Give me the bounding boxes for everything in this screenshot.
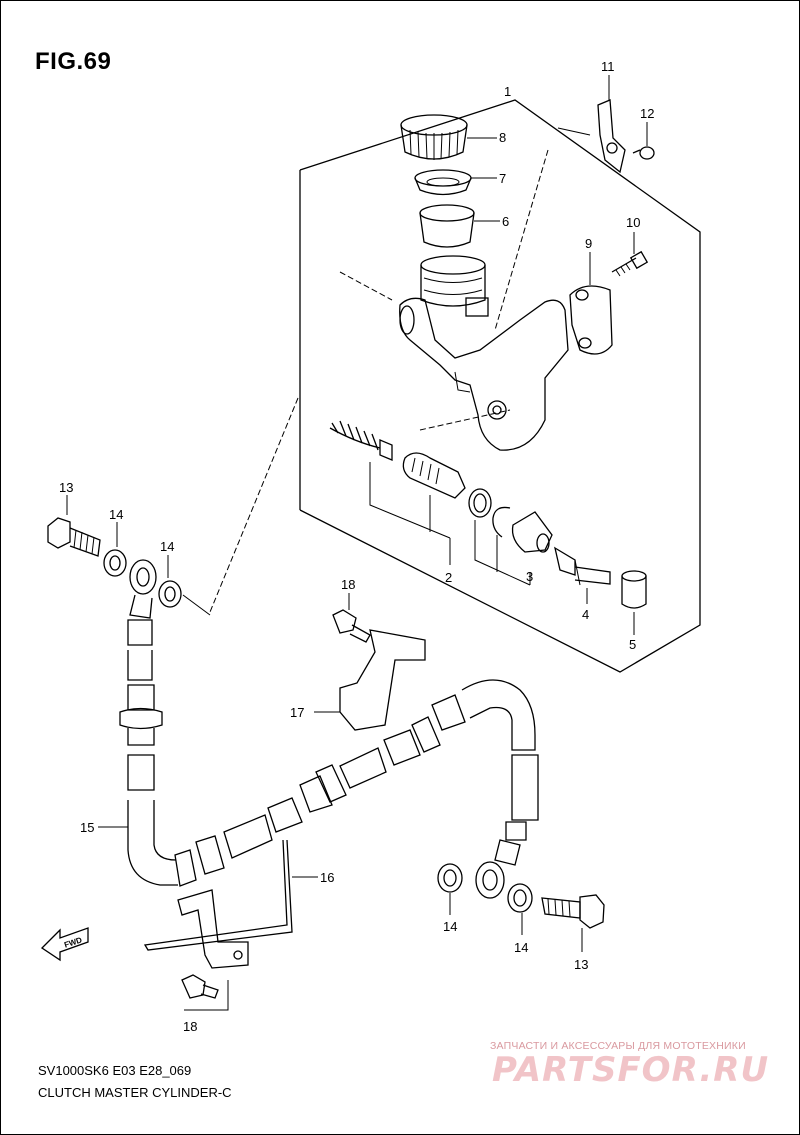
piston-seal-ring <box>468 488 492 518</box>
callout-4: 4 <box>582 607 589 622</box>
boot <box>511 511 553 553</box>
washer-lower-2 <box>507 883 533 913</box>
reservoir-cap <box>400 114 468 160</box>
callout-14-lower-1: 14 <box>443 919 457 934</box>
watermark-logo: PARTSFOR.RU <box>492 1050 770 1090</box>
holder-bolt <box>611 250 649 277</box>
washer-upper-1 <box>103 549 127 577</box>
callout-16: 16 <box>320 870 334 885</box>
diaphragm-plate <box>414 169 472 196</box>
callout-8: 8 <box>499 130 506 145</box>
callout-13-lower: 13 <box>574 957 588 972</box>
callout-17: 17 <box>290 705 304 720</box>
clutch-hose <box>119 559 539 899</box>
diaphragm <box>419 204 475 248</box>
callout-brackets <box>369 462 635 635</box>
push-rod <box>554 546 611 586</box>
callout-12: 12 <box>640 106 654 121</box>
callout-3: 3 <box>526 569 533 584</box>
figure-title: FIG.69 <box>35 48 112 75</box>
union-bolt-upper <box>47 517 101 557</box>
model-code: SV1000SK6 E03 E28_069 <box>38 1063 192 1078</box>
holder-bracket <box>569 285 613 355</box>
callout-13-upper: 13 <box>59 480 73 495</box>
assembly-box <box>299 99 701 673</box>
callout-2: 2 <box>445 570 452 585</box>
callout-14-lower-2: 14 <box>514 940 528 955</box>
bracket-bolt-lower <box>181 974 219 999</box>
clamp-screw <box>632 146 655 160</box>
washer-lower-1 <box>437 863 463 893</box>
callout-18-upper: 18 <box>341 577 355 592</box>
callout-5: 5 <box>629 637 636 652</box>
callout-14-upper-1: 14 <box>109 507 123 522</box>
callout-1: 1 <box>504 84 511 99</box>
callout-6: 6 <box>502 214 509 229</box>
union-bolt-lower <box>541 894 605 929</box>
piston-cup <box>402 452 466 499</box>
washer-upper-2 <box>158 580 182 608</box>
hose-guide-lower <box>177 889 249 969</box>
bracket-bolt-upper <box>332 609 371 643</box>
callout-10: 10 <box>626 215 640 230</box>
hose-bracket <box>339 629 426 731</box>
hose-clamp <box>143 839 293 951</box>
rod-cap <box>621 570 647 609</box>
piston-spring <box>329 420 393 461</box>
callout-18-lower: 18 <box>183 1019 197 1034</box>
callout-9: 9 <box>585 236 592 251</box>
callout-15: 15 <box>80 820 94 835</box>
switch-clamp <box>597 99 626 174</box>
circlip <box>492 506 511 538</box>
callout-7: 7 <box>499 171 506 186</box>
callout-11: 11 <box>601 59 615 74</box>
fwd-direction-arrow <box>40 927 89 962</box>
master-cylinder-body <box>399 255 569 451</box>
section-name: CLUTCH MASTER CYLINDER-C <box>38 1085 232 1100</box>
callout-14-upper-2: 14 <box>160 539 174 554</box>
watermark-tagline: ЗАПЧАСТИ И АКСЕССУАРЫ ДЛЯ МОТОТЕХНИКИ <box>490 1040 746 1052</box>
